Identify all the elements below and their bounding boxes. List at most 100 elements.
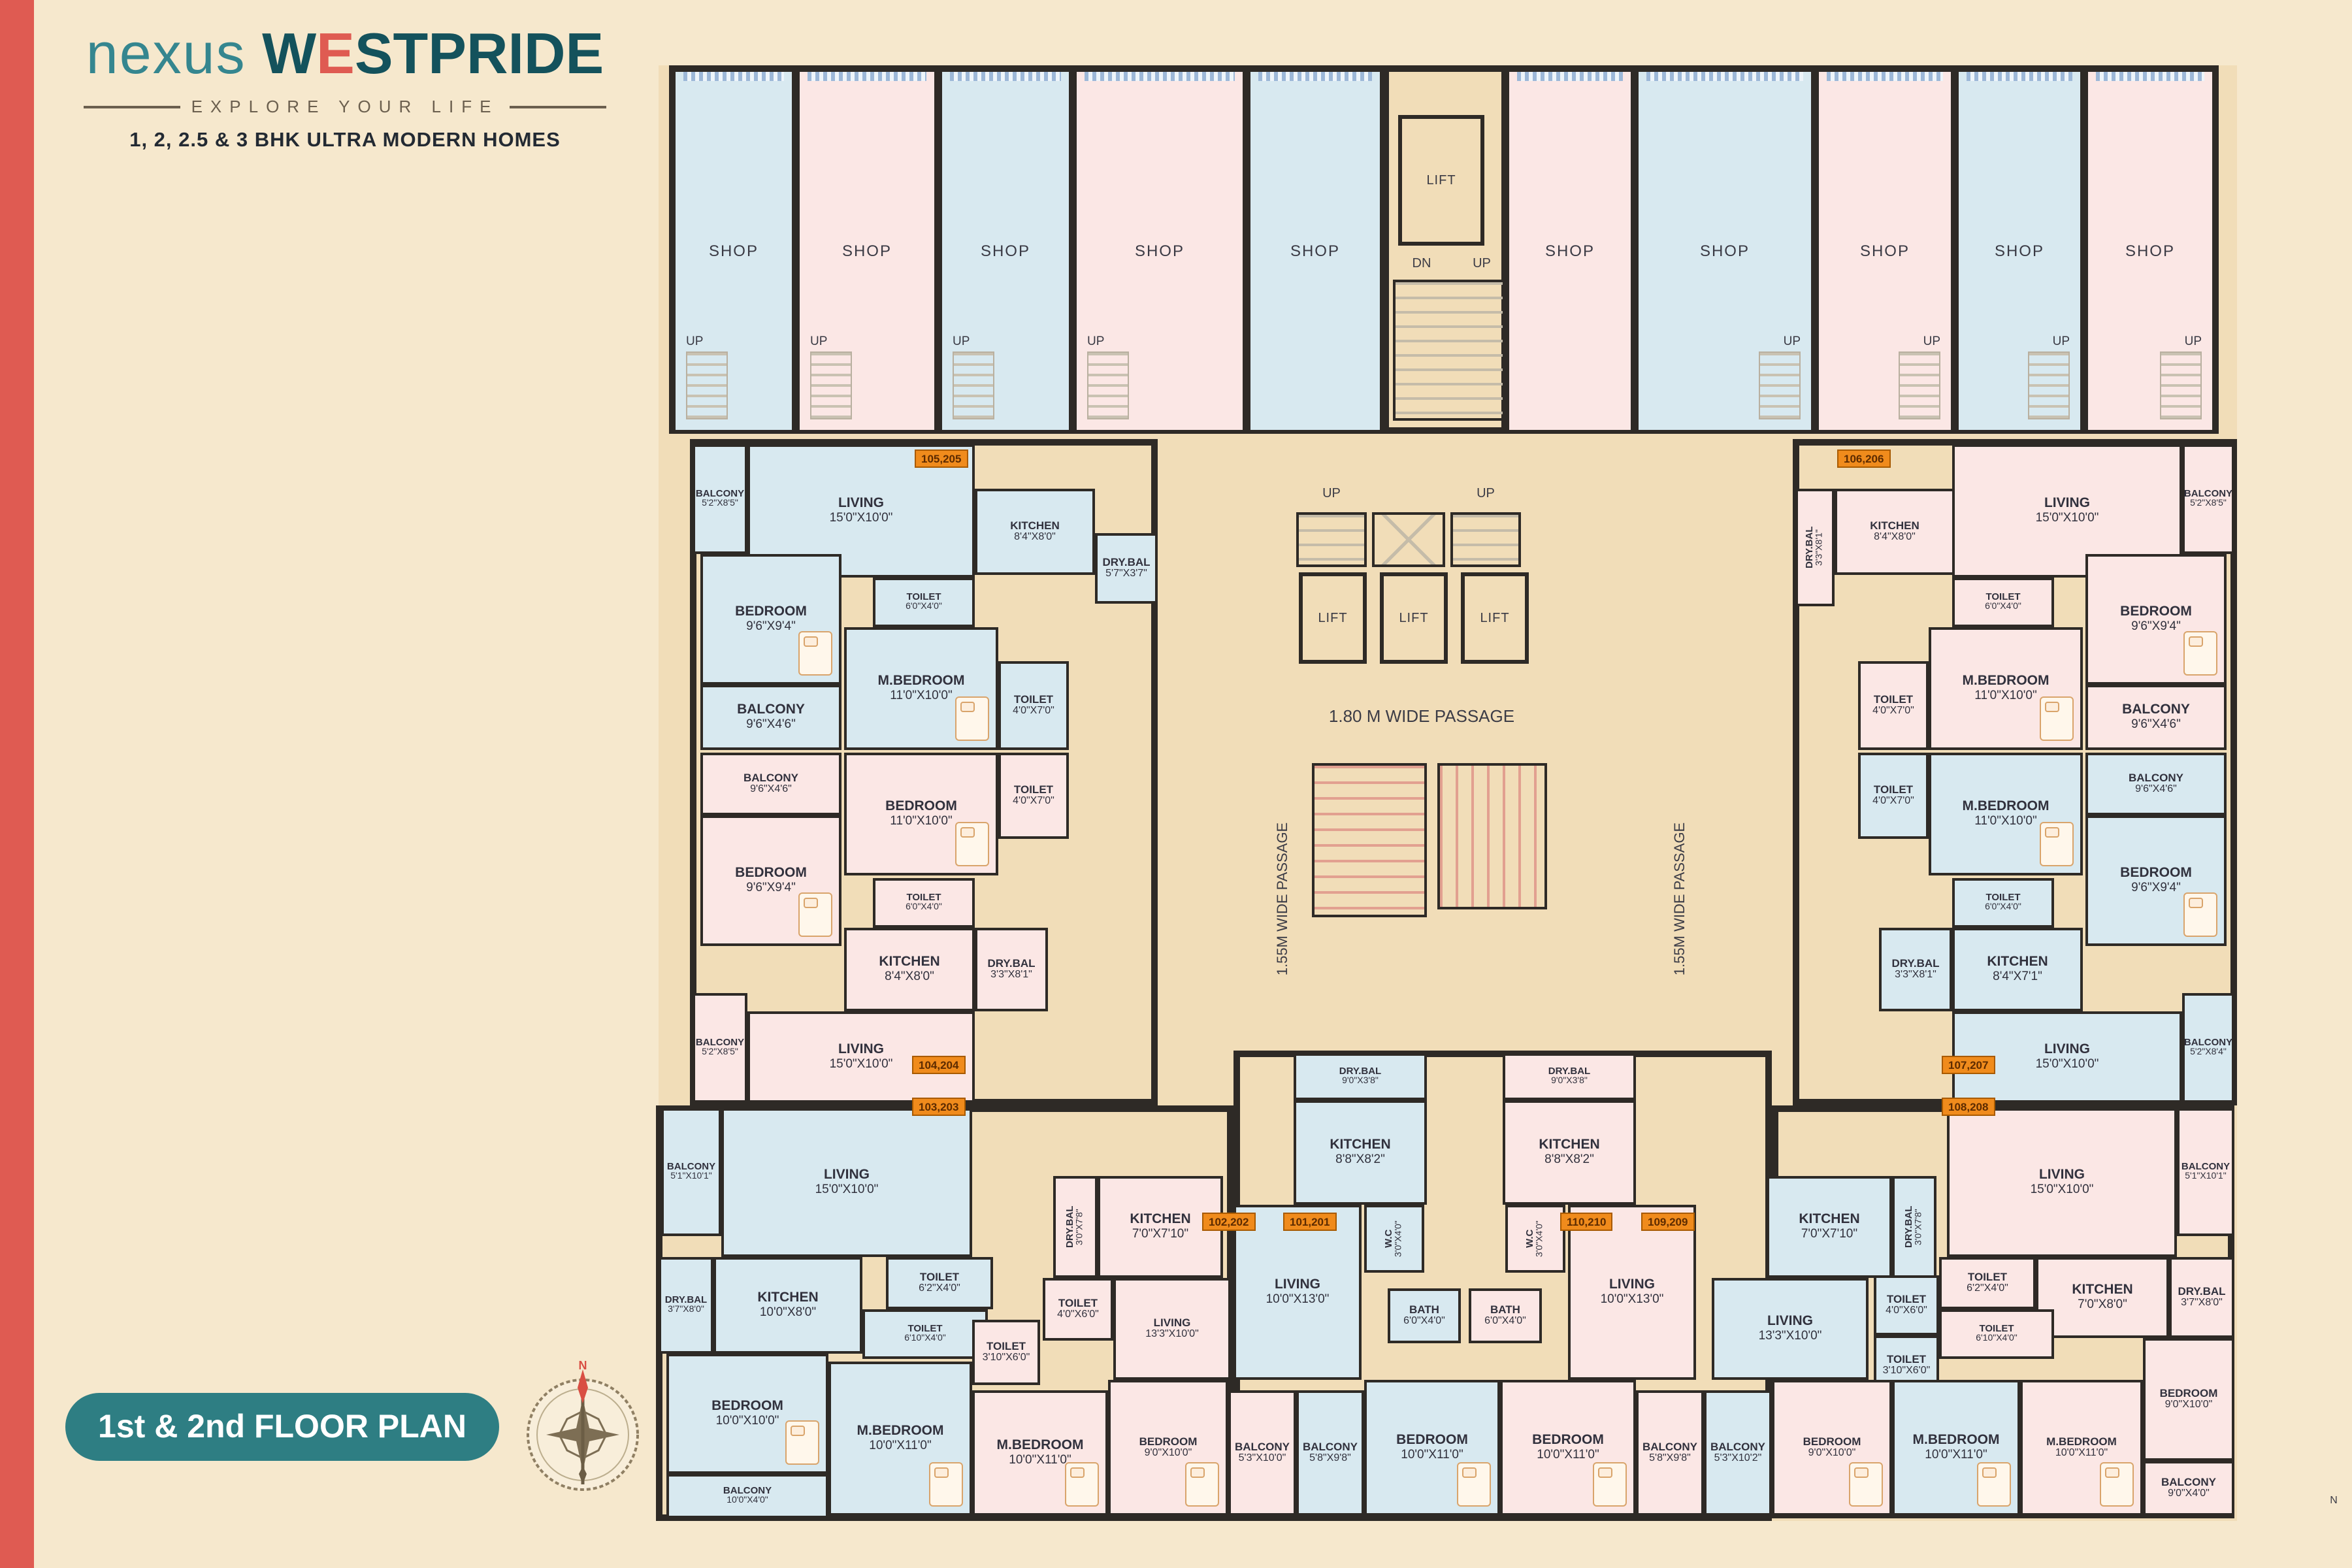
bed-icon (2100, 1462, 2134, 1507)
room-label: LIVING (838, 495, 884, 511)
room-label: BALCONY (1710, 1439, 1766, 1453)
room-dimensions: 6'10"X4'0" (1976, 1334, 2017, 1344)
room-label: LIVING (1274, 1276, 1320, 1292)
room-label: TOILET (1873, 782, 1914, 796)
room-label: TOILET (1886, 1352, 1927, 1365)
room-dimensions: 3'3"X8'1" (990, 968, 1032, 981)
up-label: UP (686, 335, 704, 349)
shop-label: SHOP (1859, 242, 1910, 260)
bed-icon (798, 631, 832, 676)
room-dimensions: 5'2"X8'5" (2190, 499, 2227, 509)
room-dimensions: 3'7"X8'0" (2181, 1296, 2223, 1309)
stair-icon (1899, 351, 1940, 419)
unit-number-badge: 110,210 (1560, 1213, 1613, 1231)
room-label: BALCONY (666, 1160, 716, 1172)
room-dimensions: 5'7"X3'7" (1105, 567, 1147, 580)
room-label: BALCONY (2122, 701, 2190, 717)
room-dimensions: 8'8"X8'2" (1544, 1152, 1594, 1167)
room-label: BALCONY (2183, 487, 2233, 499)
unit-number-badge: 107,207 (1942, 1056, 1995, 1074)
room-dimensions: 11'0"X10'0" (890, 688, 953, 703)
room-label: BEDROOM (2120, 603, 2192, 619)
shop-label: SHOP (1544, 242, 1595, 260)
room-dimensions: 9'6"X9'4" (2131, 619, 2181, 634)
room-dimensions: 5'8"X9'8" (1309, 1452, 1351, 1464)
room-dimensions: 10'0"X11'0" (1925, 1447, 1987, 1462)
bed-icon (929, 1462, 963, 1507)
shop-label: SHOP (1290, 242, 1340, 260)
room-label: TOILET (1873, 692, 1914, 706)
brand-second-word: WESTPRIDE (262, 22, 604, 86)
config-subtitle: 1, 2, 2.5 & 3 BHK ULTRA MODERN HOMES (129, 129, 561, 152)
room-dimensions: 5'8"X9'8" (1649, 1452, 1691, 1464)
room-label: M.BEDROOM (1912, 1431, 2000, 1448)
room-label: BEDROOM (2120, 864, 2192, 881)
room-label: DRY.BAL (2178, 1284, 2226, 1298)
lift-room: LIFT (1380, 572, 1448, 664)
room-dimensions: 5'2"X8'4" (2190, 1048, 2227, 1058)
tagline: EXPLORE YOUR LIFE (191, 97, 499, 116)
room-label: BATH (1490, 1302, 1520, 1316)
room-label: BALCONY (695, 487, 745, 499)
room-dimensions: 10'0"X8'0" (759, 1305, 817, 1320)
brand-name: nexus WESTPRIDE (84, 25, 606, 84)
room-label: LIVING (1153, 1315, 1191, 1329)
room-label: BEDROOM (2159, 1386, 2218, 1399)
up-label: UP (1923, 335, 1940, 349)
room-label: DRY.BAL (1902, 1205, 1914, 1249)
room-label: DRY.BAL (1803, 526, 1815, 569)
room-label: DRY.BAL (1548, 1064, 1591, 1077)
shop-label: SHOP (2125, 242, 2175, 260)
room-dimensions: 10'0"X11'0" (1537, 1447, 1599, 1462)
room-dimensions: 15'0"X10'0" (815, 1182, 879, 1197)
shop-unit: SHOP UP (1815, 68, 1955, 434)
floor-plan-banner: 1st & 2nd FLOOR PLAN (65, 1393, 499, 1461)
room-dimensions: 9'6"X4'6" (2135, 783, 2177, 795)
room-dimensions: 9'0"X3'8" (1551, 1077, 1588, 1086)
room-dimensions: 15'0"X10'0" (829, 1056, 893, 1071)
plan-text: UP (1322, 487, 1341, 501)
room-dimensions: 9'6"X4'6" (746, 717, 796, 732)
room-dimensions: 9'0"X3'8" (1342, 1077, 1379, 1086)
room-label: KITCHEN (1330, 1136, 1391, 1152)
shop-label: SHOP (1994, 242, 2044, 260)
bed-icon (1065, 1462, 1099, 1507)
room-dimensions: 5'2"X8'5" (702, 499, 738, 509)
room-label: KITCHEN (1799, 1211, 1860, 1227)
room-label: TOILET (906, 590, 941, 602)
room-label: BEDROOM (885, 798, 957, 814)
lift-room: LIFT (1398, 115, 1484, 246)
